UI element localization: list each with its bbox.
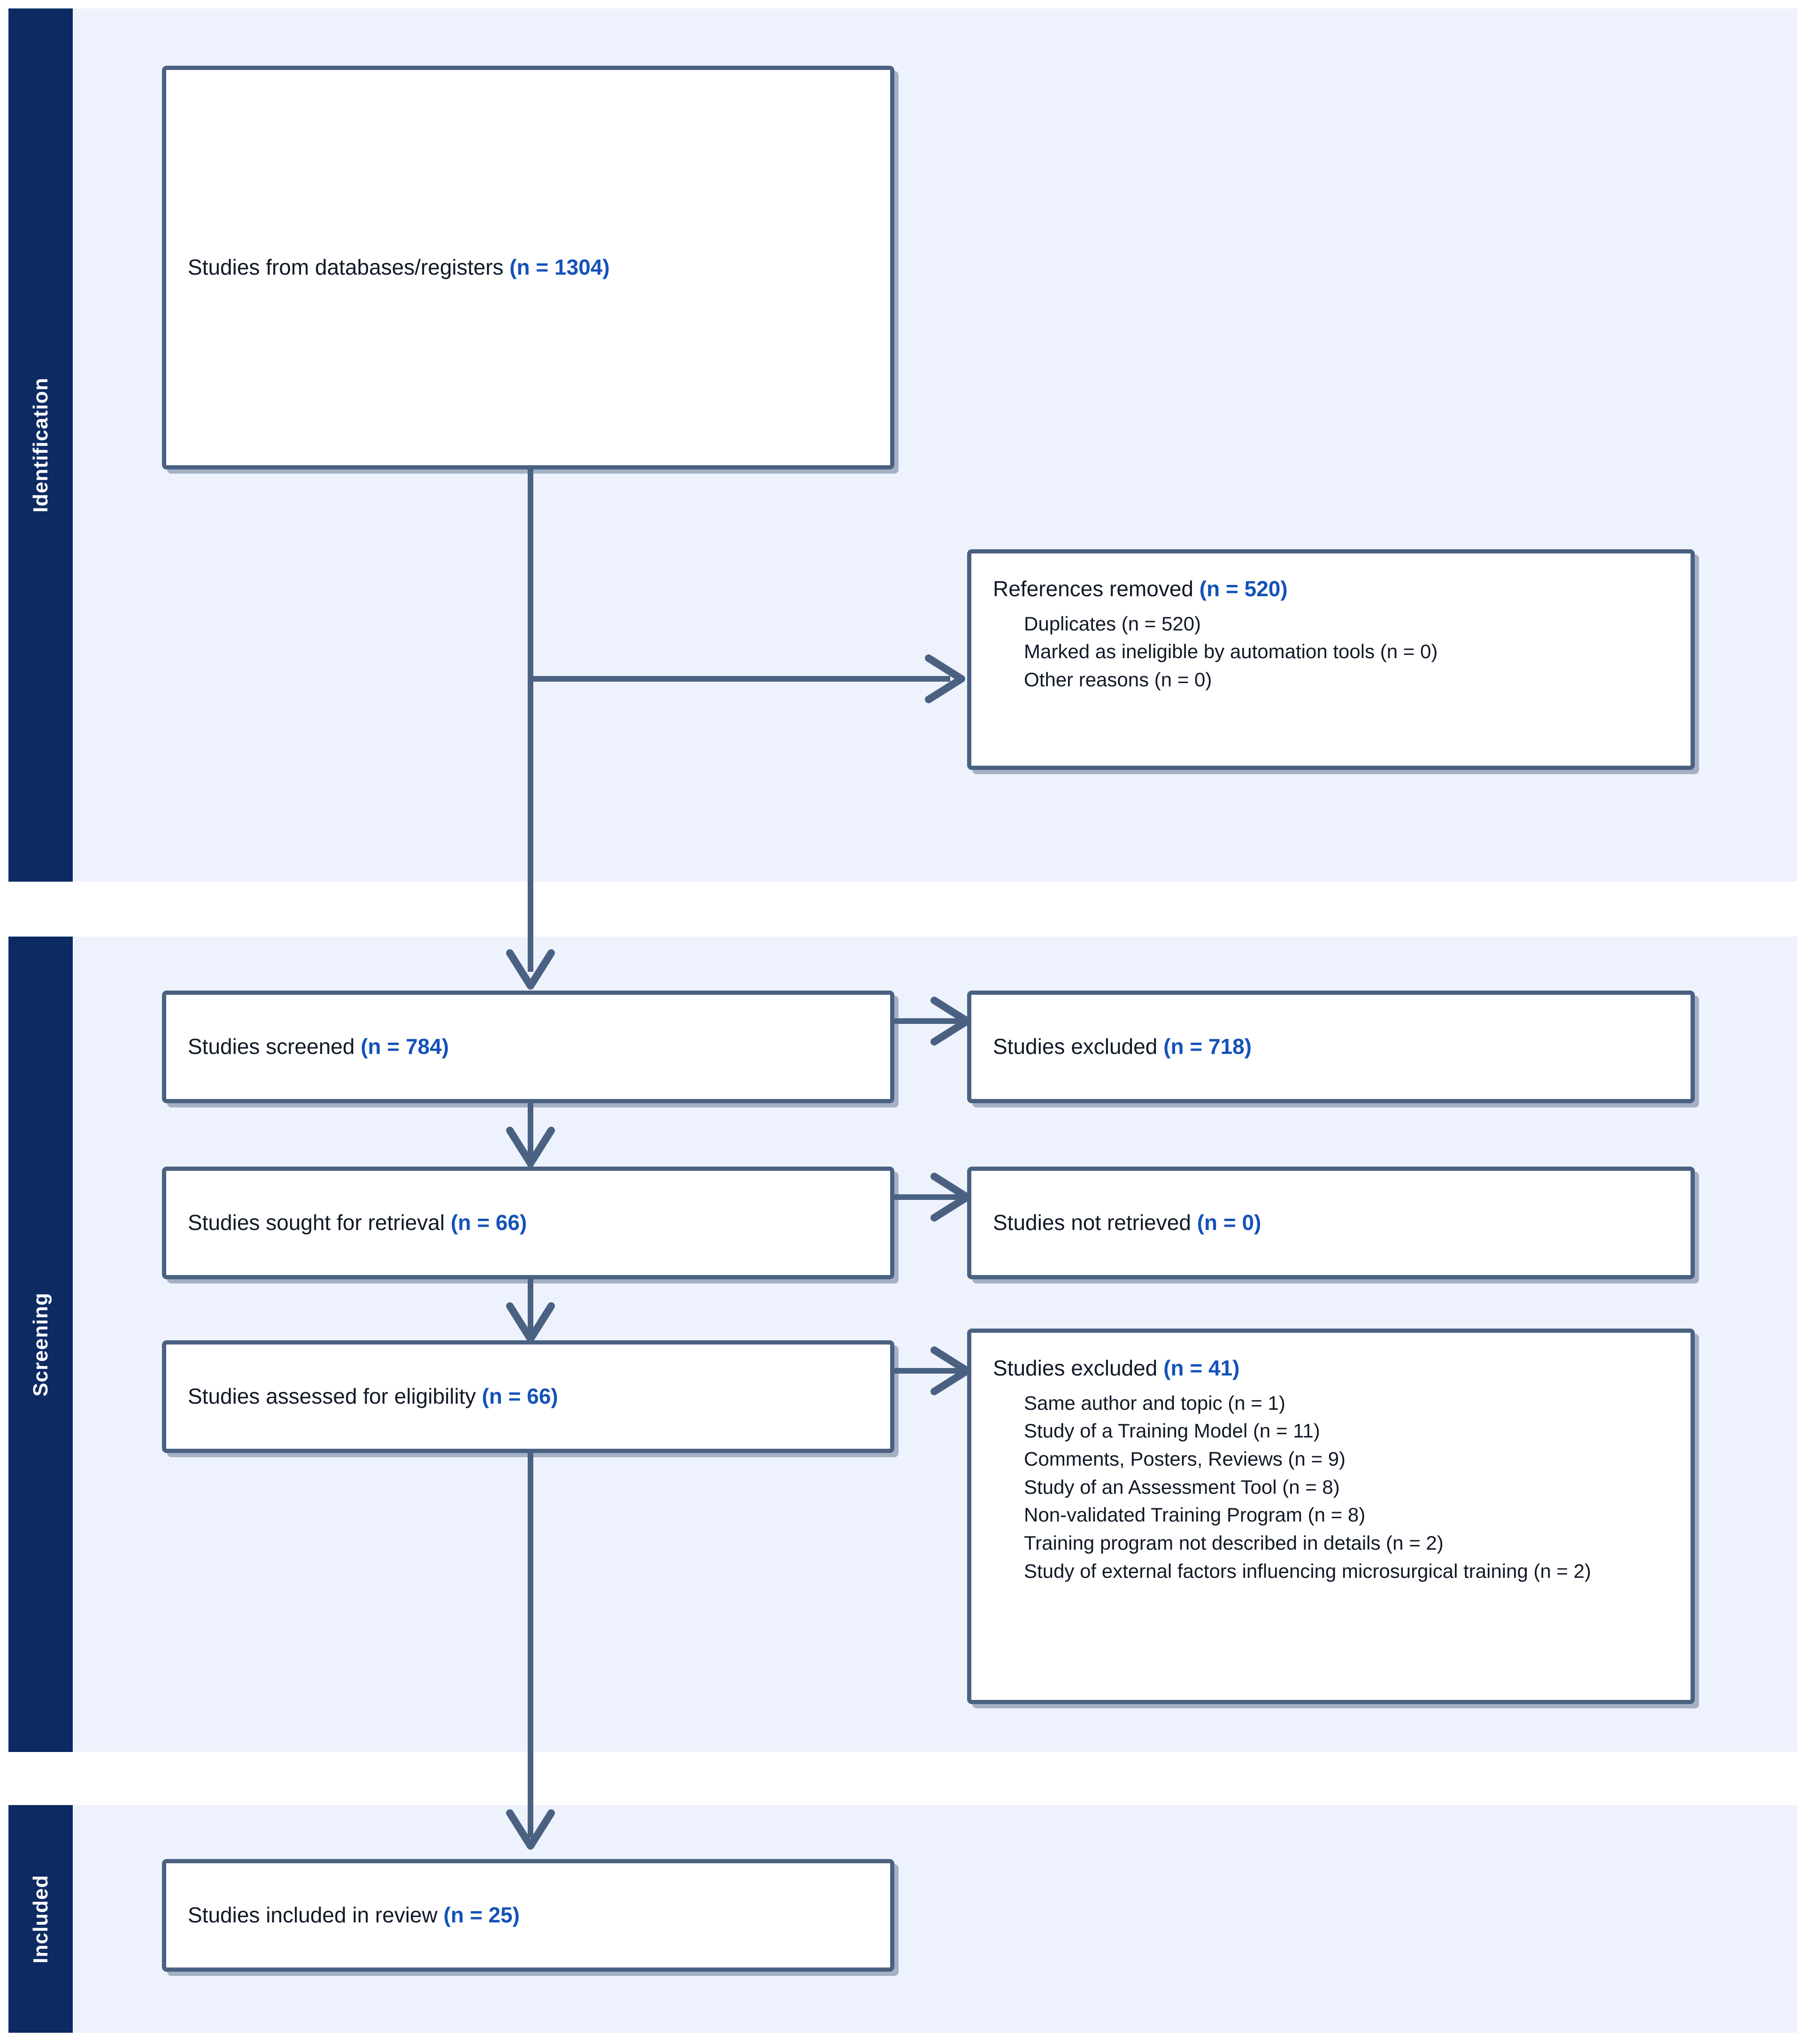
box-studies-from-databases-label: Studies from databases/registers	[188, 255, 504, 280]
box-studies-sought-for-retrieval: Studies sought for retrieval (n = 66)	[162, 1167, 894, 1279]
box-studies-included-label: Studies included in review	[188, 1903, 438, 1928]
box-references-removed-count: (n = 520)	[1199, 576, 1288, 601]
band-label-screening: Screening	[8, 937, 73, 1752]
box-studies-assessed-for-eligibility: Studies assessed for eligibility (n = 66…	[162, 1340, 894, 1453]
arrowhead-to-sought	[506, 1123, 555, 1172]
box-references-removed-title: References removed (n = 520)	[993, 575, 1675, 603]
arrowhead-to-references-removed	[920, 654, 969, 703]
list-item: Same author and topic (n = 1)	[1024, 1391, 1285, 1414]
list-item: Comments, Posters, Reviews (n = 9)	[1024, 1448, 1346, 1470]
box-references-removed-reasons: Duplicates (n = 520) Marked as ineligibl…	[993, 610, 1675, 694]
box-studies-sought-label: Studies sought for retrieval	[188, 1210, 445, 1235]
box-studies-excluded-eligibility-label: Studies excluded	[993, 1356, 1158, 1380]
box-studies-excluded-eligibility-reasons: Same author and topic (n = 1) Study of a…	[993, 1389, 1675, 1585]
connector-eligibility-to-excluded	[894, 1368, 967, 1374]
box-studies-from-databases: Studies from databases/registers (n = 13…	[162, 66, 894, 469]
box-studies-excluded-screening: Studies excluded (n = 718)	[967, 991, 1695, 1103]
box-studies-excluded-eligibility-count: (n = 41)	[1163, 1356, 1240, 1380]
box-studies-not-retrieved: Studies not retrieved (n = 0)	[967, 1167, 1695, 1279]
arrowhead-to-included	[506, 1806, 555, 1854]
box-studies-assessed-count: (n = 66)	[482, 1384, 558, 1409]
box-studies-included-in-review: Studies included in review (n = 25)	[162, 1859, 894, 1972]
list-item: Study of a Training Model (n = 11)	[1024, 1420, 1320, 1442]
list-item: Study of external factors influencing mi…	[1024, 1560, 1592, 1582]
box-studies-not-retrieved-title: Studies not retrieved (n = 0)	[993, 1209, 1675, 1237]
band-label-identification: Identification	[8, 8, 73, 882]
box-studies-from-databases-title: Studies from databases/registers (n = 13…	[188, 254, 874, 282]
band-label-identification-text: Identification	[29, 377, 52, 513]
box-studies-sought-title: Studies sought for retrieval (n = 66)	[188, 1209, 874, 1237]
box-studies-excluded-screening-title: Studies excluded (n = 718)	[993, 1033, 1675, 1061]
list-item: Non-validated Training Program (n = 8)	[1024, 1504, 1366, 1526]
box-studies-not-retrieved-label: Studies not retrieved	[993, 1210, 1191, 1235]
connector-to-references-removed	[528, 676, 950, 682]
arrowhead-to-eligibility	[506, 1299, 555, 1347]
arrowhead-to-screened	[506, 945, 555, 994]
box-references-removed: References removed (n = 520) Duplicates …	[967, 549, 1695, 770]
box-studies-excluded-screening-count: (n = 718)	[1163, 1034, 1252, 1059]
box-studies-included-title: Studies included in review (n = 25)	[188, 1901, 874, 1929]
box-studies-screened: Studies screened (n = 784)	[162, 991, 894, 1103]
box-studies-assessed-label: Studies assessed for eligibility	[188, 1384, 476, 1409]
box-studies-screened-label: Studies screened	[188, 1034, 355, 1059]
list-item: Marked as ineligible by automation tools…	[1024, 640, 1438, 663]
box-studies-screened-count: (n = 784)	[361, 1034, 449, 1059]
band-label-included-text: Included	[29, 1875, 52, 1963]
connector-identification-to-screening	[528, 469, 533, 972]
box-studies-excluded-eligibility-title: Studies excluded (n = 41)	[993, 1354, 1675, 1383]
connector-eligibility-to-included	[528, 1401, 533, 1838]
box-studies-excluded-eligibility: Studies excluded (n = 41) Same author an…	[967, 1329, 1695, 1704]
band-label-screening-text: Screening	[29, 1292, 52, 1397]
list-item: Training program not described in detail…	[1024, 1531, 1444, 1554]
connector-screened-to-excluded	[894, 1018, 967, 1024]
box-references-removed-label: References removed	[993, 576, 1193, 601]
list-item: Other reasons (n = 0)	[1024, 669, 1212, 691]
list-item: Study of an Assessment Tool (n = 8)	[1024, 1475, 1340, 1498]
box-studies-included-count: (n = 25)	[443, 1903, 520, 1928]
list-item: Duplicates (n = 520)	[1024, 612, 1201, 635]
box-studies-sought-count: (n = 66)	[450, 1210, 527, 1235]
box-studies-from-databases-count: (n = 1304)	[509, 255, 610, 280]
box-studies-screened-title: Studies screened (n = 784)	[188, 1033, 874, 1061]
box-studies-excluded-screening-label: Studies excluded	[993, 1034, 1158, 1059]
connector-sought-to-not-retrieved	[894, 1194, 967, 1200]
band-label-included: Included	[8, 1805, 73, 2033]
box-studies-not-retrieved-count: (n = 0)	[1197, 1210, 1261, 1235]
box-studies-assessed-title: Studies assessed for eligibility (n = 66…	[188, 1383, 874, 1411]
